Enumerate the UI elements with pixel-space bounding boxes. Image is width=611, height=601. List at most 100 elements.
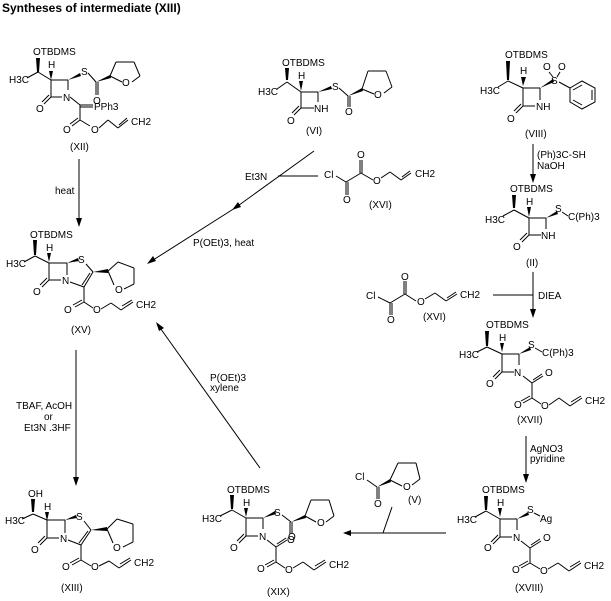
xviii-s: S xyxy=(527,505,534,516)
reagent-diea: DIEA xyxy=(538,291,562,302)
viii-nh: NH xyxy=(536,102,550,113)
xv-h: H xyxy=(46,243,53,254)
viii-so-o1: O xyxy=(543,62,551,73)
xiii-h: H xyxy=(44,502,51,513)
xiii-n: N xyxy=(60,534,67,545)
xix-carbonyl-o: O xyxy=(287,535,295,546)
viii-h: H xyxy=(520,66,527,77)
xvii-otbdms: OTBDMS xyxy=(486,320,529,331)
xii-ring-o: O xyxy=(122,78,130,89)
ii-nh: NH xyxy=(541,231,555,242)
xvi-mid-cl: Cl xyxy=(366,291,375,302)
xvi-mid-o1: O xyxy=(387,315,395,326)
xvi-top-o1: O xyxy=(343,195,351,206)
xix-ring-o: O xyxy=(317,518,325,529)
xvii-trityl: C(Ph)3 xyxy=(542,348,574,359)
xii-ester-o: O xyxy=(63,125,71,136)
ii-otbdms: OTBDMS xyxy=(510,184,553,195)
viii-h3c: H3C xyxy=(480,86,500,97)
ii-h3c: H3C xyxy=(485,215,505,226)
xvi-mid-o3: O xyxy=(417,297,425,308)
xviii-h3c: H3C xyxy=(457,515,477,526)
xiii-oh: OH xyxy=(28,489,43,500)
xviii-lactam-o: O xyxy=(484,543,492,554)
vi-h: H xyxy=(298,71,305,82)
reagent-tbaf: TBAF, AcOH xyxy=(16,401,72,412)
xix-s: S xyxy=(274,508,281,519)
reagent-xylene: xylene xyxy=(210,383,239,394)
xvi-mid-label: (XVI) xyxy=(423,312,446,323)
viii-phenyl-ring xyxy=(569,80,596,110)
xviii-ch2: CH2 xyxy=(584,561,604,572)
xix-ester-o2: O xyxy=(285,565,293,576)
compound-vi: OTBDMS H H3C NH O S O O (VI) xyxy=(258,58,393,137)
arrow-head-xii-xv xyxy=(76,218,82,227)
xii-wedge-h xyxy=(49,71,53,80)
compound-xix: OTBDMS H H3C N O S O O O O xyxy=(202,485,349,598)
xvi-mid-o2: O xyxy=(401,272,409,283)
xvi-top-cl: Cl xyxy=(324,170,333,181)
xiii-label: (XIII) xyxy=(61,583,83,594)
xvii-lactam-o: O xyxy=(486,379,494,390)
xii-n: N xyxy=(63,93,70,104)
reagent-pyridine: pyridine xyxy=(530,454,565,465)
xv-ring-o: O xyxy=(115,285,123,296)
v-cl: Cl xyxy=(355,472,364,483)
xv-ester-o: O xyxy=(64,305,72,316)
xix-otbdms: OTBDMS xyxy=(227,485,270,496)
xii-wedge-s xyxy=(68,73,81,80)
xix-n: N xyxy=(259,532,266,543)
ii-h: H xyxy=(526,197,533,208)
ii-trityl: C(Ph)3 xyxy=(568,212,600,223)
xvii-oxo: O xyxy=(545,368,553,379)
xii-ester-o2: O xyxy=(91,125,99,136)
xvi-mid-ch2: CH2 xyxy=(460,290,480,301)
reagent-heat: heat xyxy=(55,186,75,197)
arrow-xix-to-xv xyxy=(157,324,261,469)
reagent-or: or xyxy=(44,412,54,423)
xii-wedge-thf xyxy=(96,75,111,82)
vi-label: (VI) xyxy=(306,126,322,137)
ii-lactam-o: O xyxy=(513,242,521,253)
compound-v: Cl O O (V) xyxy=(355,462,421,510)
xix-h3c: H3C xyxy=(202,514,222,525)
xix-lactam-o: O xyxy=(230,543,238,554)
reagent-agno3: AgNO3 xyxy=(530,444,563,455)
vi-otbdms: OTBDMS xyxy=(282,58,325,69)
xii-ch2: CH2 xyxy=(131,117,151,128)
viii-otbdms: OTBDMS xyxy=(505,50,548,61)
reagent-et3n: Et3N xyxy=(245,172,267,183)
xiii-ch2: CH2 xyxy=(134,558,154,569)
xii-h3c: H3C xyxy=(9,75,29,86)
xii-h: H xyxy=(48,60,55,71)
compound-xii: OTBDMS H H3C N O S O O PPh3 O xyxy=(9,47,151,153)
compound-xvii: OTBDMS H H3C N O S C(Ph)3 O O O CH2 (XVI… xyxy=(459,320,605,426)
xviii-oxo: O xyxy=(543,533,551,544)
vi-nh: NH xyxy=(314,104,328,115)
xix-h: H xyxy=(243,498,250,509)
v-carbonyl-o: O xyxy=(374,499,382,510)
arrow-vi-to-xv xyxy=(234,150,315,209)
arrow-poet3-heat xyxy=(149,207,236,263)
reagent-trityl-thiol: (Ph)3C-SH xyxy=(537,150,586,161)
xix-ester-o: O xyxy=(257,564,265,575)
vi-lactam-o: O xyxy=(287,116,295,127)
xii-s: S xyxy=(81,67,88,78)
xix-ch2: CH2 xyxy=(329,560,349,571)
xv-n: N xyxy=(62,276,69,287)
xv-otbdms: OTBDMS xyxy=(30,230,73,241)
viii-s: S xyxy=(551,76,558,87)
compound-xiii: OH H H3C N O S O O O xyxy=(5,489,154,594)
xix-label: (XIX) xyxy=(267,587,290,598)
xiii-lactam-o: O xyxy=(31,545,39,556)
xv-lactam-o: O xyxy=(33,287,41,298)
xii-carbonyl-o: O xyxy=(93,96,101,107)
xvii-s: S xyxy=(528,340,535,351)
v-label: (V) xyxy=(408,495,421,506)
ii-label: (II) xyxy=(526,258,538,269)
xv-s: S xyxy=(78,255,85,266)
xvi-top-o2: O xyxy=(357,150,365,161)
compound-ii: OTBDMS H H3C NH O S C(Ph)3 (II) xyxy=(485,184,600,269)
reagent-et3n-hf: Et3N .3HF xyxy=(24,423,71,434)
